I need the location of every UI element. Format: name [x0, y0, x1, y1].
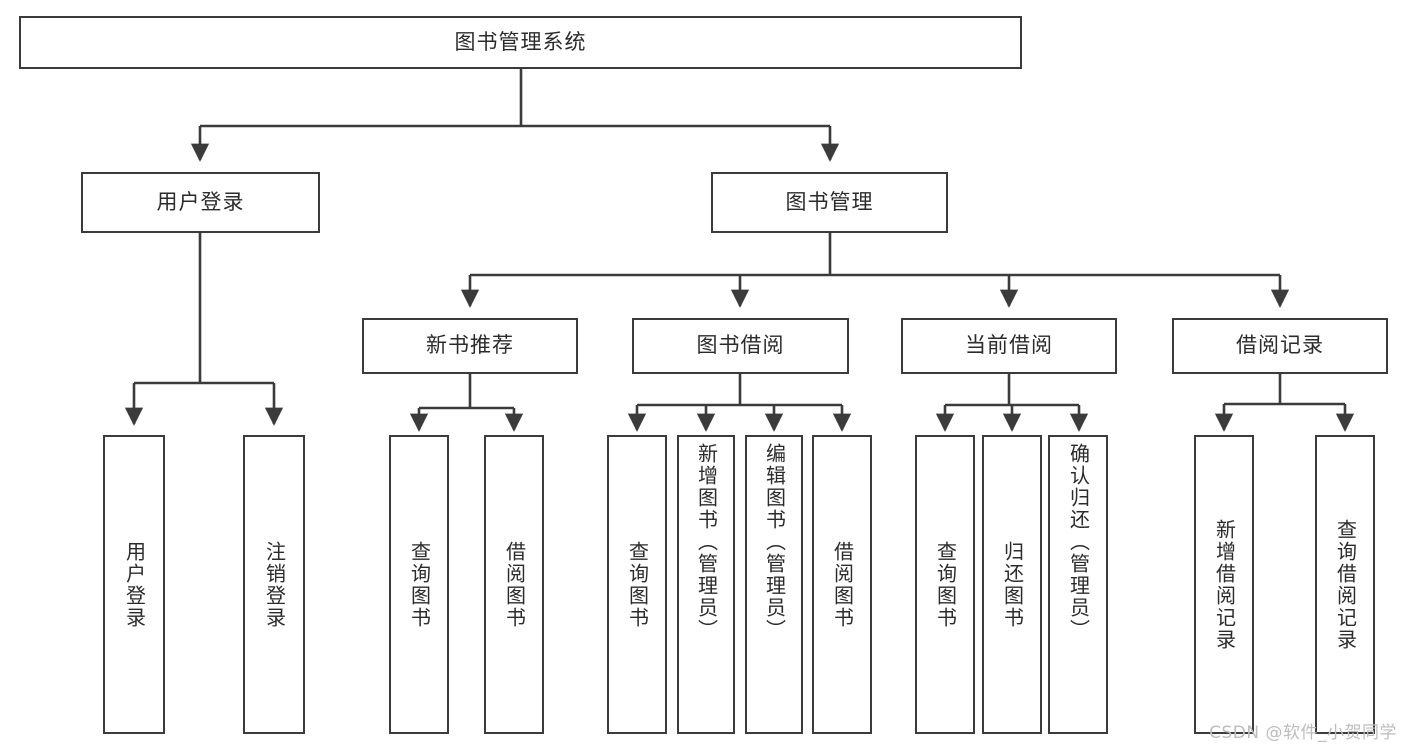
- node-label: 借阅图书: [830, 540, 855, 629]
- node-leaf-borrow-book-2[interactable]: 借阅图书: [812, 435, 872, 734]
- node-label: 查询图书: [407, 540, 432, 629]
- node-label: 当前借阅: [965, 333, 1053, 358]
- node-label: 图书管理系统: [454, 29, 587, 54]
- node-label: 新增图书（管理员）: [694, 443, 719, 641]
- node-label: 新增借阅记录: [1212, 518, 1237, 651]
- node-new-book-recommend[interactable]: 新书推荐: [362, 318, 578, 374]
- node-borrow-records[interactable]: 借阅记录: [1172, 318, 1388, 374]
- node-leaf-borrow-book-1[interactable]: 借阅图书: [484, 435, 544, 734]
- node-label: 查询图书: [933, 540, 958, 629]
- node-label: 新书推荐: [426, 333, 514, 358]
- node-leaf-confirm-return[interactable]: 确认归还（管理员）: [1048, 435, 1108, 734]
- node-label: 归还图书: [1000, 540, 1025, 629]
- node-root-system[interactable]: 图书管理系统: [19, 16, 1022, 69]
- node-leaf-query-book-1[interactable]: 查询图书: [389, 435, 449, 734]
- node-label: 编辑图书（管理员）: [762, 443, 787, 641]
- node-leaf-add-record[interactable]: 新增借阅记录: [1194, 435, 1254, 734]
- node-leaf-add-book[interactable]: 新增图书（管理员）: [677, 435, 735, 734]
- node-book-borrow[interactable]: 图书借阅: [632, 318, 849, 374]
- node-current-borrow[interactable]: 当前借阅: [901, 318, 1117, 374]
- node-label: 查询图书: [625, 540, 650, 629]
- node-label: 注销登录: [262, 540, 287, 629]
- node-label: 用户登录: [122, 540, 147, 629]
- node-leaf-query-book-3[interactable]: 查询图书: [915, 435, 975, 734]
- node-leaf-logout-login[interactable]: 注销登录: [243, 435, 305, 734]
- node-user-login[interactable]: 用户登录: [81, 172, 320, 233]
- node-label: 确认归还（管理员）: [1066, 443, 1091, 641]
- node-book-management[interactable]: 图书管理: [711, 172, 948, 233]
- node-label: 查询借阅记录: [1333, 518, 1358, 651]
- node-leaf-return-book[interactable]: 归还图书: [982, 435, 1042, 734]
- node-leaf-edit-book[interactable]: 编辑图书（管理员）: [745, 435, 803, 734]
- node-label: 借阅图书: [502, 540, 527, 629]
- node-label: 图书管理: [785, 189, 874, 214]
- node-label: 图书借阅: [696, 333, 785, 358]
- watermark-text: CSDN @软件_小贺同学: [1209, 723, 1397, 743]
- node-leaf-query-book-2[interactable]: 查询图书: [607, 435, 667, 734]
- node-leaf-user-login[interactable]: 用户登录: [103, 435, 165, 734]
- node-label: 借阅记录: [1236, 333, 1324, 358]
- node-label: 用户登录: [156, 189, 245, 214]
- node-leaf-query-record[interactable]: 查询借阅记录: [1315, 435, 1375, 734]
